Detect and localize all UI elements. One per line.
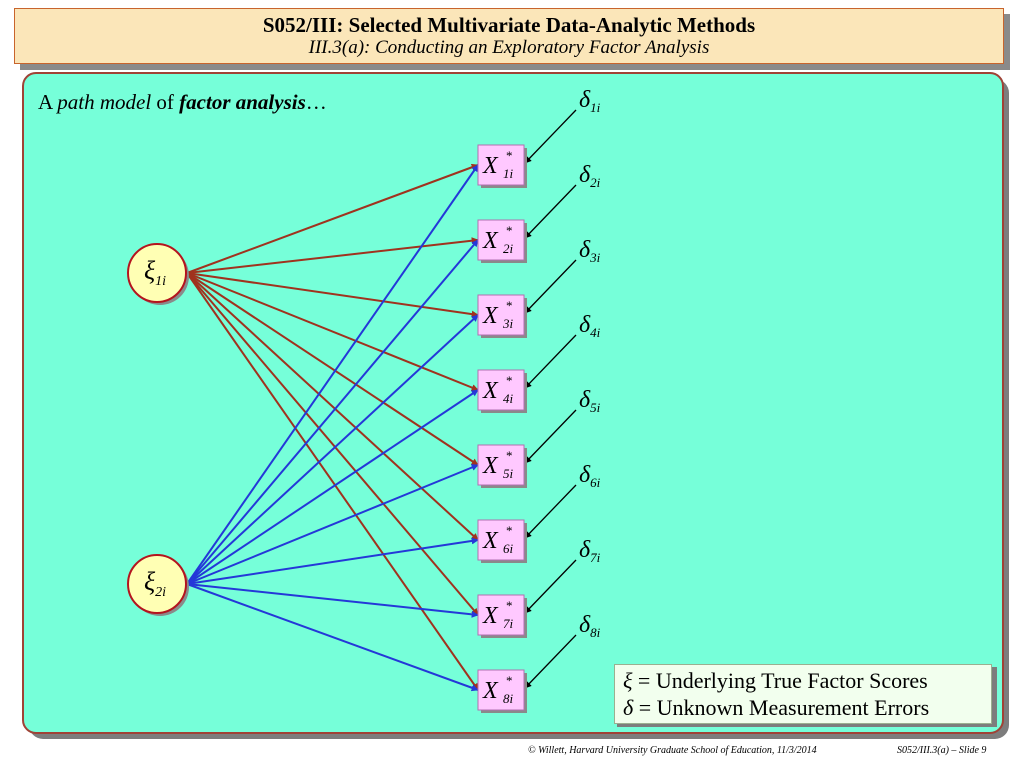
factor1-loading-arrows — [186, 163, 479, 691]
heading-of: of — [151, 90, 180, 114]
indicator-box-4 — [477, 369, 525, 411]
loading-arrow-f2-x3 — [186, 314, 479, 585]
error-label-4: δ4i — [579, 312, 601, 340]
indicator-star-3: * — [506, 298, 513, 313]
loading-arrow-f2-x5 — [186, 464, 479, 585]
indicator-label-7: X — [482, 603, 499, 629]
title-main: S052/III: Selected Multivariate Data-Ana… — [262, 13, 756, 37]
loading-arrow-f2-x7 — [186, 583, 479, 618]
footer-copyright: © Willett, Harvard University Graduate S… — [528, 745, 817, 756]
title-box: S052/III: Selected Multivariate Data-Ana… — [14, 8, 1004, 64]
title-subtitle: III.3(a): Conducting an Exploratory Fact… — [308, 37, 710, 58]
loading-arrow-f2-x4 — [186, 389, 479, 585]
error-arrow-8 — [524, 634, 577, 689]
factor-circle-1 — [127, 243, 187, 303]
loading-arrow-f1-x8 — [186, 272, 479, 691]
slide-heading: A path model of factor analysis… — [38, 90, 327, 115]
error-arrow-4 — [524, 334, 577, 389]
indicator-star-1: * — [506, 148, 513, 163]
error-arrow-5 — [524, 409, 577, 464]
indicator-subscript-7: 7i — [503, 616, 514, 631]
indicator-star-7: * — [506, 598, 513, 613]
loading-arrow-f2-x1 — [186, 164, 479, 585]
error-arrow-7 — [524, 559, 577, 614]
factor2-loading-arrows — [186, 164, 479, 692]
legend-delta-text: = Unknown Measurement Errors — [633, 695, 930, 720]
heading-factor-analysis: factor analysis — [179, 90, 306, 114]
indicator-box-2 — [477, 219, 525, 261]
loading-arrow-f1-x1 — [186, 163, 479, 274]
legend-box: ξ = Underlying True Factor Scores δ = Un… — [614, 664, 992, 724]
error-label-2: δ2i — [579, 162, 601, 190]
indicator-star-8: * — [506, 673, 513, 688]
loading-arrow-f1-x2 — [186, 237, 479, 274]
footer-slide-number: S052/III.3(a) – Slide 9 — [897, 745, 987, 756]
indicator-box-1 — [477, 144, 525, 186]
error-arrow-6 — [524, 484, 577, 539]
indicator-subscript-4: 4i — [503, 391, 514, 406]
error-arrow-1 — [524, 109, 577, 164]
error-label-6: δ6i — [579, 462, 601, 490]
loading-arrow-f2-x6 — [186, 537, 479, 585]
indicator-label-6: X — [482, 528, 499, 554]
indicator-box-5 — [477, 444, 525, 486]
indicator-box-8 — [477, 669, 525, 711]
indicator-label-3: X — [482, 303, 499, 329]
indicator-box-3 — [477, 294, 525, 336]
indicator-star-6: * — [506, 523, 513, 538]
legend-delta-row: δ = Unknown Measurement Errors — [623, 694, 991, 721]
loading-arrow-f1-x3 — [186, 272, 479, 318]
heading-ellipsis: … — [305, 90, 327, 114]
error-arrow-3 — [524, 259, 577, 314]
indicator-star-5: * — [506, 448, 513, 463]
factor-circle-2 — [127, 554, 187, 614]
error-label-5: δ5i — [579, 387, 601, 415]
indicator-subscript-2: 2i — [503, 241, 514, 256]
indicator-star-2: * — [506, 223, 513, 238]
indicator-subscript-1: 1i — [503, 166, 514, 181]
heading-path-model: path model — [57, 90, 152, 114]
indicator-label-4: X — [482, 378, 499, 404]
indicator-box-7 — [477, 594, 525, 636]
indicator-label-5: X — [482, 453, 499, 479]
loading-arrow-f1-x7 — [186, 272, 479, 616]
error-label-8: δ8i — [579, 612, 601, 640]
error-label-3: δ3i — [579, 237, 601, 265]
loading-arrow-f2-x8 — [186, 583, 479, 692]
legend-delta-symbol: δ — [623, 695, 634, 720]
indicator-label-1: X — [482, 153, 499, 179]
indicator-label-8: X — [482, 678, 499, 704]
loading-arrow-f1-x6 — [186, 272, 479, 541]
indicator-subscript-3: 3i — [502, 316, 514, 331]
error-arrow-2 — [524, 184, 577, 239]
diagram-nodes: δ1iδ2iδ3iδ4iδ5iδ6iδ7iδ8iX*1iX*2iX*3iX*4i… — [127, 87, 601, 713]
loading-arrow-f1-x4 — [186, 272, 479, 391]
indicator-star-4: * — [506, 373, 513, 388]
legend-xi-text: = Underlying True Factor Scores — [632, 668, 928, 693]
error-arrows — [524, 109, 577, 689]
legend-xi-symbol: ξ — [623, 668, 633, 693]
legend-xi-row: ξ = Underlying True Factor Scores — [623, 667, 991, 694]
error-label-1: δ1i — [579, 87, 601, 115]
indicator-subscript-6: 6i — [503, 541, 514, 556]
indicator-box-6 — [477, 519, 525, 561]
loading-arrow-f2-x2 — [186, 239, 479, 585]
error-label-7: δ7i — [579, 537, 601, 565]
heading-a: A — [38, 90, 58, 114]
indicator-subscript-5: 5i — [503, 466, 514, 481]
indicator-label-2: X — [482, 228, 499, 254]
indicator-subscript-8: 8i — [503, 691, 514, 706]
loading-arrow-f1-x5 — [186, 272, 479, 466]
